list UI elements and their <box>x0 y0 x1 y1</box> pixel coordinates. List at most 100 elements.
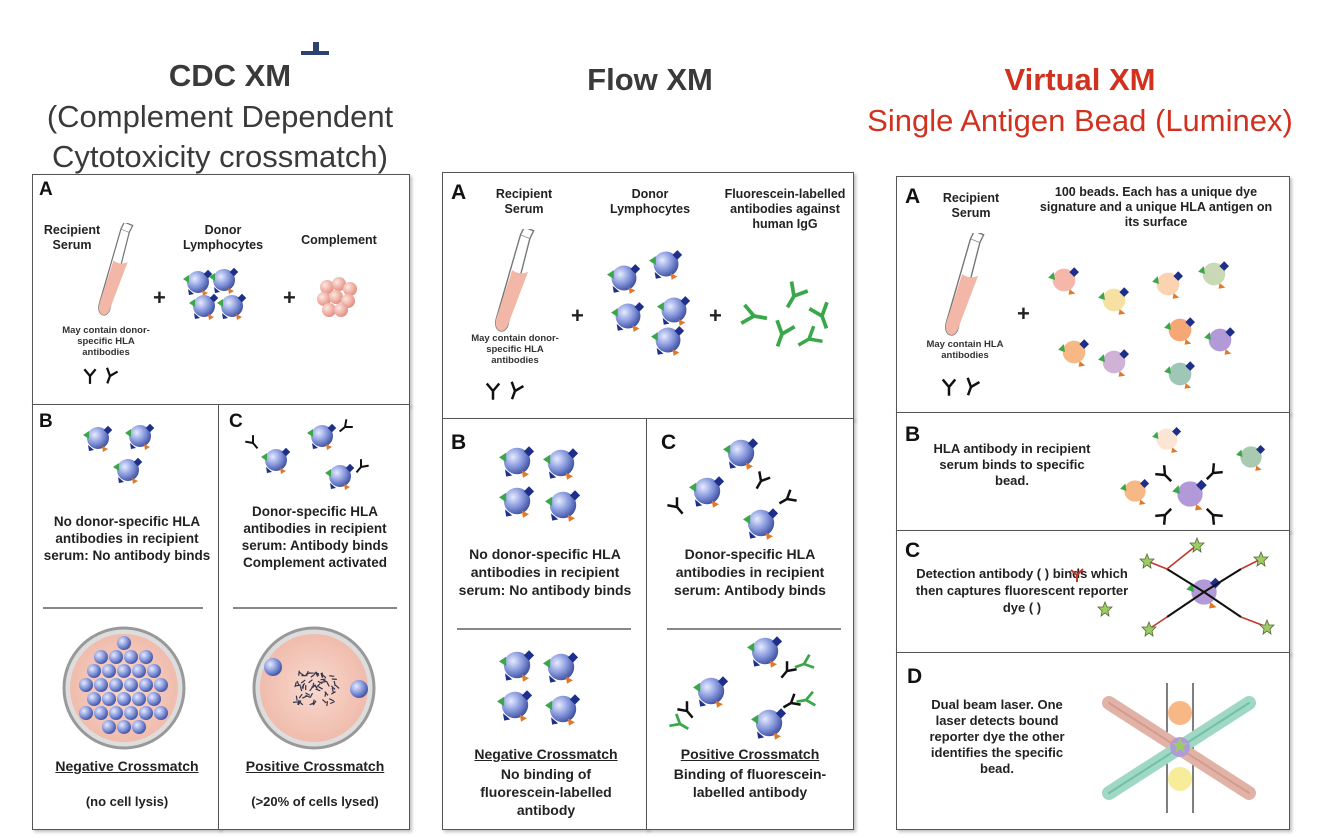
lysed-debris <box>329 700 335 705</box>
dish-cell <box>109 650 123 664</box>
lysed-debris <box>309 692 314 698</box>
dish-cell <box>139 650 153 664</box>
lysed-debris <box>305 672 311 676</box>
cdc-panel-c: C Donor-specific HLA antibodies in recip… <box>218 404 410 830</box>
cdc-c-text: Donor-specific HLA antibodies in recipie… <box>241 504 389 570</box>
lysed-debris <box>297 699 300 705</box>
dish-cell <box>124 678 138 692</box>
panel-letter: C <box>661 431 677 454</box>
panel-letter: B <box>905 423 921 446</box>
dish-cell <box>94 678 108 692</box>
dish-cell <box>79 706 93 720</box>
virtual-panel-b: B HLA antibody in recipient serum binds … <box>896 412 1290 532</box>
lysed-debris <box>321 674 327 679</box>
negative-crossmatch-title: Negative Crossmatch <box>55 758 199 774</box>
lysed-debris <box>315 688 321 692</box>
lysed-debris <box>310 673 316 678</box>
positive-crossmatch-dish-icon <box>252 626 376 750</box>
virtual-b-text: HLA antibody in recipient serum binds to… <box>933 441 1091 488</box>
lymphocytes-icon <box>499 446 581 522</box>
dish-cell <box>117 664 131 678</box>
donor-lymphocytes-label: Donor Lymphocytes <box>609 187 691 216</box>
flow-b-text: No donor-specific HLA antibodies in reci… <box>458 546 632 598</box>
lysed-debris <box>314 671 319 677</box>
dish-cell <box>154 706 168 720</box>
detection-antibody-icon <box>1070 568 1084 582</box>
bound-antibody <box>1203 591 1242 618</box>
virtual-panel-d: D Dual beam laser. One laser detects bou… <box>896 652 1290 830</box>
virtual-panel-c: C Detection antibody ( ) binds which the… <box>896 530 1290 654</box>
lysed-debris <box>305 694 311 698</box>
antibody-icon <box>485 380 525 403</box>
lysed-debris <box>298 670 300 676</box>
donor-lymphocytes-label: Donor Lymphocytes <box>182 223 264 252</box>
serum-tube-icon <box>98 223 134 316</box>
cdc-panel-b: B No donor-specific HLA antibodies in re… <box>32 404 220 830</box>
dish-cell <box>79 678 93 692</box>
virtual-title: Virtual XM <box>1004 62 1156 97</box>
lysed-debris <box>298 671 304 676</box>
plus-sign: + <box>709 303 722 328</box>
lysed-debris <box>312 682 315 688</box>
positive-crossmatch-detail: (>20% of cells lysed) <box>251 794 379 809</box>
antibody-bound-bead-icon <box>1120 427 1266 526</box>
serum-tube-icon <box>494 229 535 332</box>
bound-antibody <box>1166 568 1205 593</box>
cdc-subtitle-line1: (Complement Dependent <box>46 99 394 134</box>
lymphocytes-icon <box>607 250 691 356</box>
panel-letter: B <box>451 431 467 454</box>
reporter-dye-star <box>1189 536 1205 553</box>
lysed-debris <box>308 679 313 684</box>
cdc-subtitle-line2: Cytotoxicity crossmatch) <box>52 139 388 174</box>
dish-cell <box>117 636 131 650</box>
dish-cell <box>87 664 101 678</box>
recipient-serum-label: Recipient Serum <box>43 223 101 252</box>
virtual-subtitle: Single Antigen Bead (Luminex) <box>867 103 1293 138</box>
positive-crossmatch-title: Positive Crossmatch <box>680 746 820 762</box>
reporter-dye-star <box>1253 550 1269 567</box>
lysed-debris <box>333 680 336 687</box>
dish-cell <box>132 664 146 678</box>
lysed-debris <box>294 682 297 688</box>
lysed-debris <box>301 683 306 688</box>
lysed-debris <box>300 679 306 684</box>
lysed-debris <box>322 699 327 704</box>
dish-cell <box>94 650 108 664</box>
lysed-debris <box>320 680 326 684</box>
may-contain-label: May contain donor-specific HLA antibodie… <box>62 325 150 358</box>
lysed-debris <box>299 686 303 692</box>
positive-crossmatch-title: Positive Crossmatch <box>245 758 385 774</box>
lysed-debris <box>296 680 300 686</box>
divider <box>43 607 203 609</box>
may-contain-label: May contain HLA antibodies <box>926 339 1004 361</box>
dish-cell <box>94 706 108 720</box>
dish-cell <box>147 664 161 678</box>
panel-letter: A <box>39 179 53 200</box>
virtual-d-text: Dual beam laser. One laser detects bound… <box>929 697 1065 776</box>
complement-label: Complement <box>301 233 377 247</box>
dish-cell <box>117 720 131 734</box>
fluorescein-antibodies-label: Fluorescein-labelled antibodies against … <box>724 187 846 231</box>
lymphocyte-cluster-icon <box>183 267 247 320</box>
lysed-debris <box>309 686 314 692</box>
lysed-debris <box>312 700 317 706</box>
detection-antibody <box>1166 544 1198 570</box>
lysed-debris <box>328 698 334 702</box>
cdc-b-text: No donor-specific HLA antibodies in reci… <box>43 514 211 563</box>
lysed-debris <box>313 684 318 690</box>
dish-cell <box>124 650 138 664</box>
decorative-mark-base <box>301 51 329 55</box>
dish-cell <box>139 706 153 720</box>
lysed-debris <box>326 701 329 707</box>
lysed-debris <box>297 700 302 706</box>
flow-panel-b: B No donor-specific HLA antibodies in re… <box>442 418 648 830</box>
lysed-debris <box>295 695 298 701</box>
beads-description: 100 beads. Each has a unique dye signatu… <box>1039 185 1273 229</box>
bound-antibody <box>1203 568 1242 593</box>
positive-crossmatch-detail: Binding of fluorescein-labelled antibody <box>673 766 827 800</box>
lysed-debris <box>316 683 321 688</box>
divider <box>667 628 841 630</box>
lysed-debris <box>331 687 335 693</box>
negative-crossmatch-detail: (no cell lysis) <box>85 794 169 809</box>
flow-c-text: Donor-specific HLA antibodies in recipie… <box>674 546 826 598</box>
